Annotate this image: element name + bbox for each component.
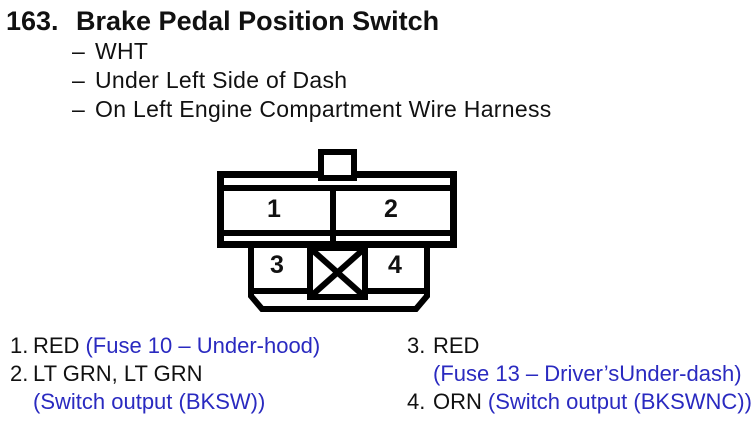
pin-2-label: 2 xyxy=(384,195,398,223)
connector-body-lower xyxy=(248,245,430,312)
pin-number: 3. xyxy=(407,333,426,358)
pin-4-label: 4 xyxy=(388,251,402,279)
pin-note: (Switch output (BKSWNC)) xyxy=(487,389,751,414)
pin-note: (Fuse 13 – Driver’sUnder-dash) xyxy=(433,361,742,386)
pin-3-label: 3 xyxy=(270,251,284,279)
connector-latch-tab xyxy=(318,149,357,181)
detail-text: Under Left Side of Dash xyxy=(95,67,348,93)
pin-number: 4. xyxy=(407,389,426,414)
pin-note: (Switch output (BKSW)) xyxy=(33,389,266,414)
dash-bullet: – xyxy=(72,38,86,64)
pin-number: 1. xyxy=(10,333,29,358)
detail-row-harness: –On Left Engine Compartment Wire Harness xyxy=(72,95,552,124)
detail-text: WHT xyxy=(95,38,149,64)
pin-list-row-2: 2.LT GRN, LT GRN xyxy=(10,360,320,388)
dash-bullet: – xyxy=(72,67,86,93)
page-title: Brake Pedal Position Switch xyxy=(76,6,440,36)
pin-number: 2. xyxy=(10,361,29,386)
pin-note: (Fuse 10 – Under-hood) xyxy=(85,333,321,358)
detail-row-wire-color: –WHT xyxy=(72,37,552,66)
pin-list-left: 1.RED(Fuse 10 – Under-hood) 2.LT GRN, LT… xyxy=(10,332,320,416)
pin-list-row-2-note: (Switch output (BKSW)) xyxy=(10,388,320,416)
pin-list-row-4: 4. ORN(Switch output (BKSWNC)) xyxy=(407,388,751,416)
pin-list-row-3-note: (Fuse 13 – Driver’sUnder-dash) xyxy=(407,360,751,388)
pin-1-label: 1 xyxy=(267,195,281,223)
keyway-diagonal-2 xyxy=(308,245,367,300)
detail-row-location: –Under Left Side of Dash xyxy=(72,66,552,95)
wire-color: RED xyxy=(433,333,480,358)
pin-list-row-3: 3. RED xyxy=(407,332,751,360)
detail-text: On Left Engine Compartment Wire Harness xyxy=(95,96,552,122)
pin-list-row-1: 1.RED(Fuse 10 – Under-hood) xyxy=(10,332,320,360)
detail-list: –WHT –Under Left Side of Dash –On Left E… xyxy=(72,37,552,124)
wire-color: ORN xyxy=(433,389,482,414)
wire-color: LT GRN, LT GRN xyxy=(33,361,203,386)
wire-color: RED xyxy=(33,333,80,358)
section-number: 163. xyxy=(6,6,59,36)
pin-list-right: 3. RED (Fuse 13 – Driver’sUnder-dash) 4. O… xyxy=(407,332,751,416)
dash-bullet: – xyxy=(72,96,86,122)
